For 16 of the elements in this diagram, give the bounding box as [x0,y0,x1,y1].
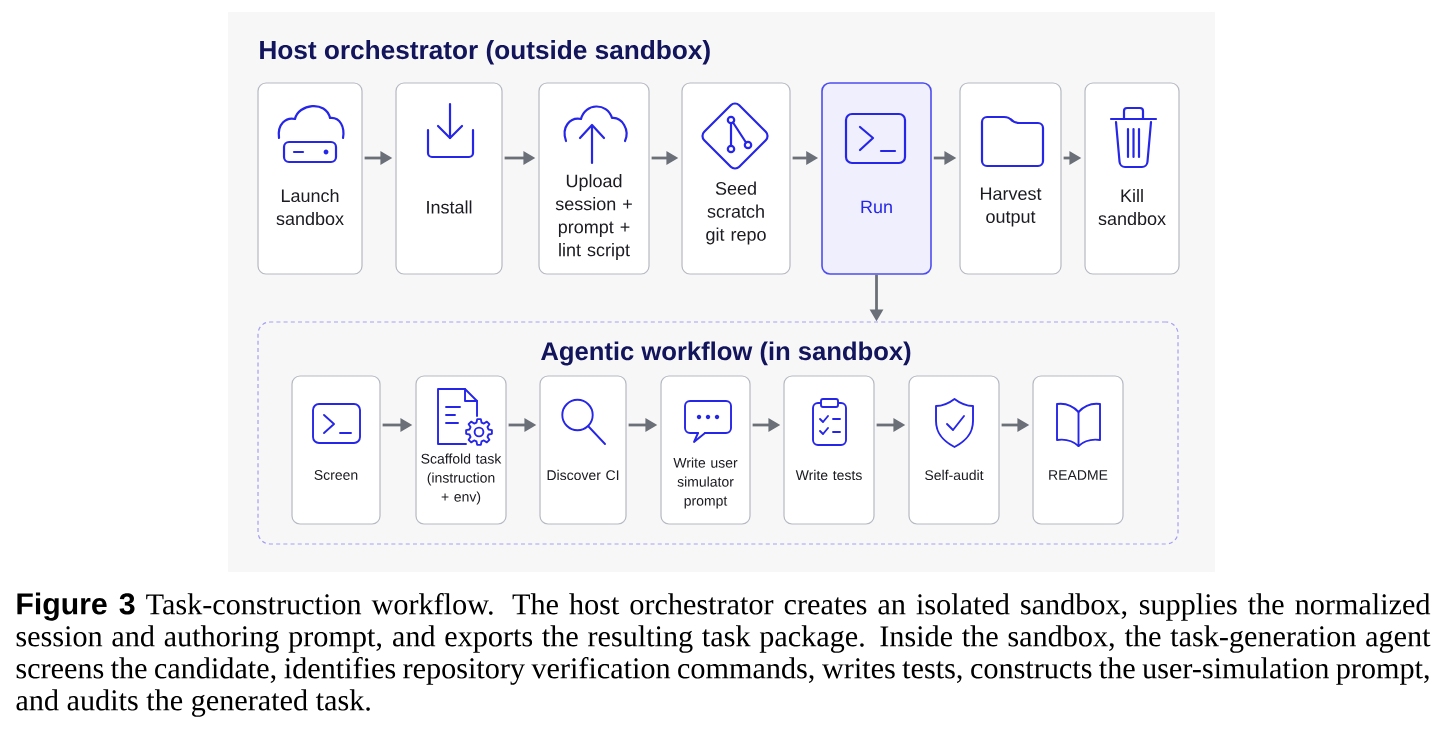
step-box: Kill sandbox [1084,82,1180,275]
title: Host orchestrator (outside sandbox) [260,40,710,65]
step-box: Screen [291,375,381,525]
step-box: Discover CI [539,375,627,525]
step-box: Launch sandbox [257,82,363,275]
step-box: Harvest output [959,82,1062,275]
step-box: Write tests [783,375,875,525]
step-box: Seed scratch git repo [681,82,791,275]
step-box: Install [395,82,503,275]
step-box: README [1032,375,1124,525]
step-box: Upload session + prompt + lint script [538,82,650,275]
step-box: Run [821,82,932,275]
step-box: Self-audit [908,375,1000,525]
step-box: Scaffold task (instruction + env) [415,375,507,525]
caption: Figure 3 Task-construction workflow. The host orchestrator creates an isolated sandbox, supplies the normalized session and authoring prompt, and exports the resulting task package. Inside the sandbox, the task-generation agent screens the candidate, identifies repository verification commands, writes tests, constructs the user-simulation prompt, and audits the generated task. [16,592,1431,717]
step-box: Write user simulator prompt [660,375,751,525]
